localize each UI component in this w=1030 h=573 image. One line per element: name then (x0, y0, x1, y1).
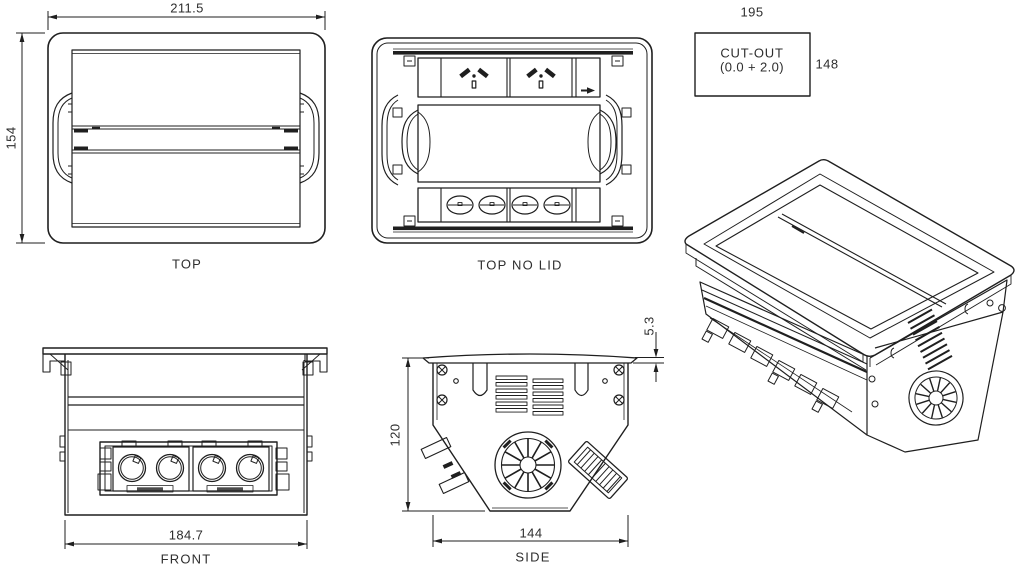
inlet-connector (567, 441, 629, 499)
table-flange (422, 353, 638, 364)
center-well (392, 104, 632, 183)
top-height-dim-label: 154 (3, 126, 19, 150)
cutout-width-dim-label: 195 (740, 4, 764, 20)
top-view-drawing (16, 11, 326, 244)
iso-front-face (695, 258, 868, 436)
vent-grille (495, 375, 564, 416)
side-height-dimension (402, 357, 485, 512)
iso-screws (868, 299, 1006, 408)
isometric-drawing (684, 159, 1015, 453)
cable-port-icon (543, 195, 571, 215)
top-handle-pockets (52, 92, 320, 184)
isometric-view (680, 140, 1030, 473)
front-width-dimension (64, 520, 308, 549)
power-outlet-row (417, 57, 601, 98)
flange-thickness-dimension (633, 332, 664, 382)
frame-inner (376, 42, 648, 239)
iso-underside-connectors (701, 317, 840, 413)
trim-bands (393, 48, 633, 233)
module-side-clips (97, 447, 290, 491)
top-lid-panel (71, 49, 301, 228)
box-body-outline (432, 363, 629, 512)
iso-flange (684, 159, 1015, 367)
screw-icons (436, 364, 625, 406)
iso-lid-seams (777, 213, 947, 308)
side-view-label: SIDE (515, 549, 551, 565)
front-view: 184.7 FRONT (10, 330, 340, 573)
power-outlet-icon (459, 67, 489, 89)
fan-icon (494, 431, 562, 499)
round-socket-icon (155, 453, 185, 483)
side-flange-dim-label: 5.3 (641, 316, 657, 336)
side-width-dim-label: 144 (519, 525, 543, 541)
corner-clips (403, 55, 624, 227)
side-view: 120 144 5.3 SIDE (385, 310, 677, 573)
top-view: 211.5 154 TOP (0, 0, 345, 282)
cable-port-icon (478, 195, 506, 215)
table-flange (42, 347, 328, 376)
cutout-height-dim-label: 148 (815, 56, 839, 72)
round-socket-icon (117, 453, 147, 483)
top-width-dimension (47, 11, 326, 30)
connector-arrow-icon (581, 87, 595, 94)
top-width-dim-label: 211.5 (170, 0, 204, 16)
handle-pockets (381, 94, 623, 186)
top-view-label: TOP (171, 256, 203, 272)
round-socket-icon (235, 453, 265, 483)
cutout-title: CUT-OUT (720, 45, 784, 61)
front-view-drawing (42, 347, 328, 549)
front-view-label: FRONT (160, 551, 212, 567)
top-no-lid-view: TOP NO LID (355, 20, 665, 273)
cable-port-icon (511, 195, 539, 215)
round-socket-icon (197, 453, 227, 483)
box-body (59, 354, 313, 516)
mounting-tabs (420, 437, 470, 494)
front-width-dim-label: 184.7 (168, 527, 204, 543)
top-no-lid-view-label: TOP NO LID (477, 257, 563, 273)
cable-port-icon (446, 195, 474, 215)
power-outlet-icon (526, 67, 556, 89)
iso-right-face (866, 279, 1008, 453)
side-height-dim-label: 120 (387, 423, 403, 447)
frame-outer (371, 37, 653, 244)
side-width-dimension (432, 515, 629, 547)
top-height-dimension (16, 32, 45, 244)
side-view-drawing (402, 332, 664, 547)
clamp-channels (472, 363, 589, 397)
cable-port-row (417, 187, 601, 223)
top-no-lid-drawing (371, 37, 653, 244)
iso-fan-icon (908, 370, 964, 426)
cutout-tolerance: (0.0 + 2.0) (719, 59, 785, 75)
socket-assembly (97, 440, 290, 496)
cutout-spec: 195 CUT-OUT (0.0 + 2.0) 148 (685, 0, 860, 112)
iso-vent-grille (907, 308, 953, 371)
top-outer-frame (47, 32, 326, 244)
cutout-rectangle (694, 32, 811, 97)
